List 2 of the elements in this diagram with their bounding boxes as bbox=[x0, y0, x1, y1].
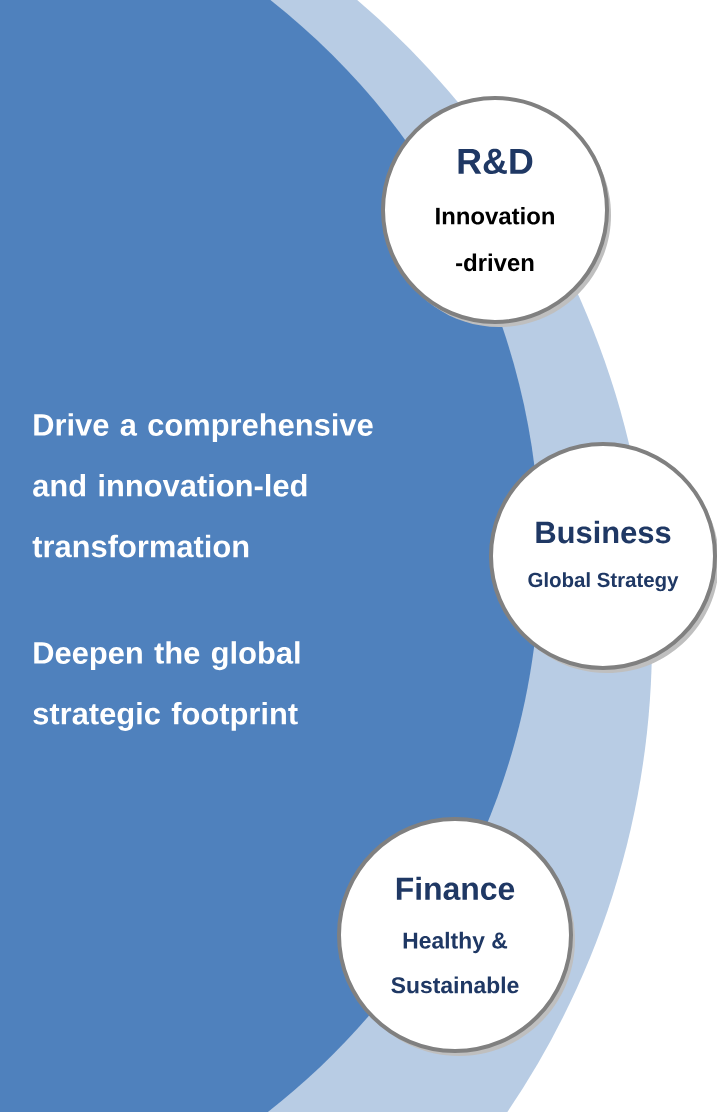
statement-text: Deepen the global strategic footprint bbox=[33, 641, 300, 731]
statement-text: Drive a comprehensive and innovation-led transformation bbox=[32, 413, 373, 558]
